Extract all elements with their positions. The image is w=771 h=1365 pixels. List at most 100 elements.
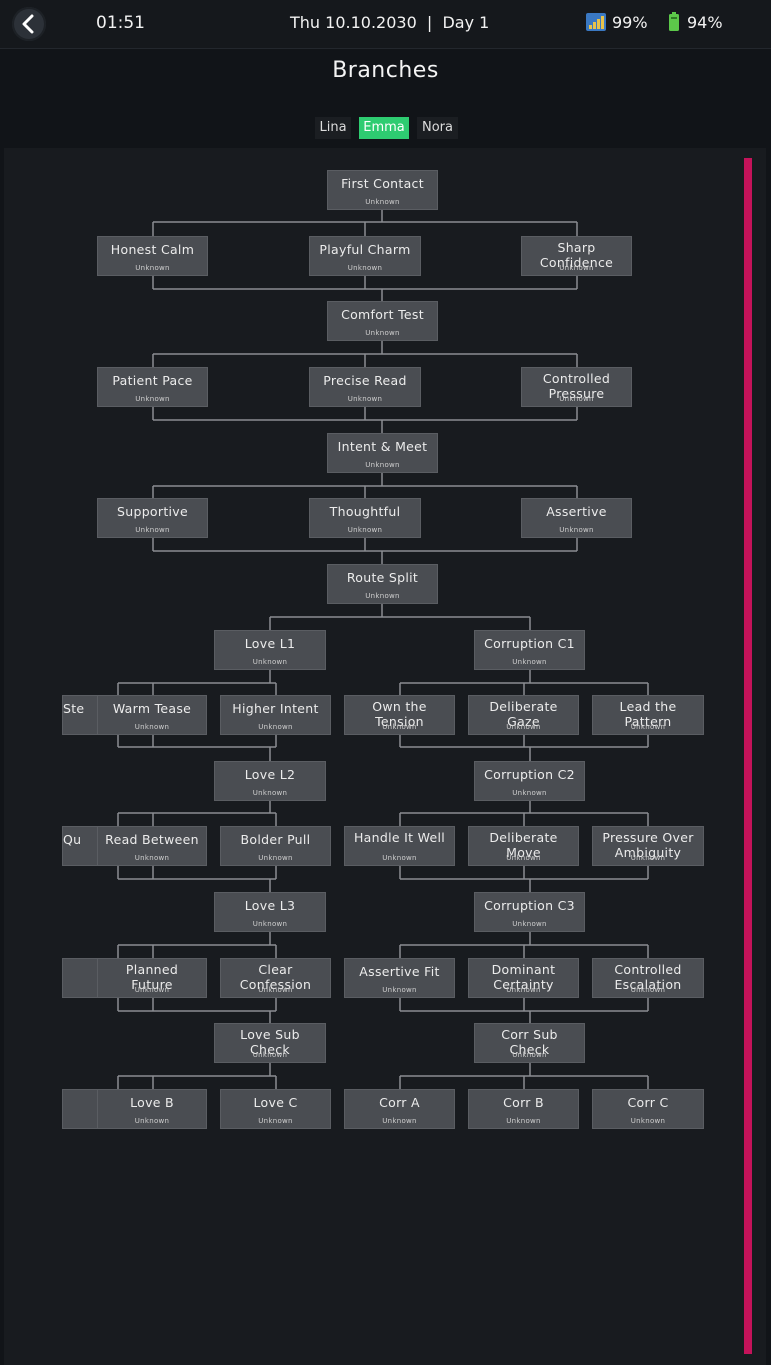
branch-node-label: Pressure Over Ambiguity — [602, 830, 694, 860]
branch-node-label: Handle It Well — [353, 830, 446, 845]
branch-node-status: Unknown — [512, 920, 547, 928]
branch-node-status: Unknown — [382, 986, 417, 994]
branch-node-label: Corruption C3 — [484, 898, 575, 913]
branch-node-status: Unknown — [134, 986, 170, 994]
branch-node-label: Assertive Fit — [359, 964, 440, 979]
branch-node-status: Unknown — [258, 986, 293, 994]
branch-node-status: Unknown — [630, 986, 666, 994]
branch-node-corruption-c3[interactable]: Corruption C3 Unknown — [474, 892, 585, 932]
branch-node-label: Deliberate Gaze — [489, 699, 558, 729]
branch-node-label: Love B — [130, 1095, 174, 1110]
tab-nora[interactable]: Nora — [417, 117, 458, 139]
branch-node-status: Unknown — [365, 461, 400, 469]
branch-node-status: Unknown — [382, 854, 417, 862]
tab-emma[interactable]: Emma — [359, 117, 409, 139]
branch-node-label: Corr B — [503, 1095, 544, 1110]
branch-node-label: Ste — [63, 701, 85, 716]
branch-node-status: Unknown — [258, 854, 293, 862]
branch-node-label: Higher Intent — [232, 701, 319, 716]
branch-node-label: Love L3 — [244, 898, 296, 913]
branch-node-status: Unknown — [135, 526, 170, 534]
branch-node-label: Controlled Escalation — [614, 962, 682, 992]
branch-node-status: Unknown — [252, 789, 288, 797]
character-tabs: Lina Emma Nora — [0, 117, 771, 139]
branch-node-status: Unknown — [512, 1051, 547, 1059]
branch-node-label: Playful Charm — [319, 242, 411, 257]
branch-node-love-l2[interactable]: Love L2 Unknown — [214, 761, 326, 801]
status-bar: 01:51 Thu 10.10.2030 | Day 1 99% 94% — [0, 0, 771, 49]
tab-lina[interactable]: Lina — [315, 117, 351, 139]
branch-node-label: Read Between — [105, 832, 199, 847]
branch-node-label: Love L2 — [244, 767, 296, 782]
branch-node-label: Supportive — [117, 504, 188, 519]
branch-node-status: Unknown — [347, 526, 383, 534]
branch-node-status: Unknown — [135, 395, 170, 403]
branch-node-label: Corr C — [627, 1095, 669, 1110]
branch-node-status: Unknown — [252, 1051, 288, 1059]
branch-node-status: Unknown — [365, 592, 400, 600]
branch-node-label: Clear Confession — [239, 962, 312, 992]
branch-node-status: Unknown — [630, 723, 666, 731]
branch-node-label: Corr A — [379, 1095, 420, 1110]
scrollbar[interactable] — [744, 158, 752, 1354]
branch-node-status: Unknown — [559, 526, 594, 534]
battery-icon — [669, 12, 679, 31]
branch-node-label: Intent & Meet — [337, 439, 428, 454]
branch-node-label: Thoughtful — [329, 504, 401, 519]
branch-node-status: Unknown — [506, 723, 541, 731]
chevron-left-icon — [22, 14, 34, 34]
branch-node-status: Unknown — [135, 264, 170, 272]
branch-tree-panel[interactable] — [4, 148, 766, 1365]
back-button[interactable] — [12, 7, 46, 41]
branch-node-status: Unknown — [512, 658, 547, 666]
battery-value: 94% — [687, 13, 723, 32]
branch-node-status: Unknown — [382, 723, 417, 731]
branch-node-label: First Contact — [341, 176, 424, 191]
branch-node-label: Love Sub Check — [240, 1027, 300, 1057]
branch-node-label: Planned Future — [125, 962, 179, 992]
branch-node-label: Bolder Pull — [240, 832, 311, 847]
branch-node-status: Unknown — [347, 395, 383, 403]
branch-node-status: Unknown — [134, 854, 170, 862]
